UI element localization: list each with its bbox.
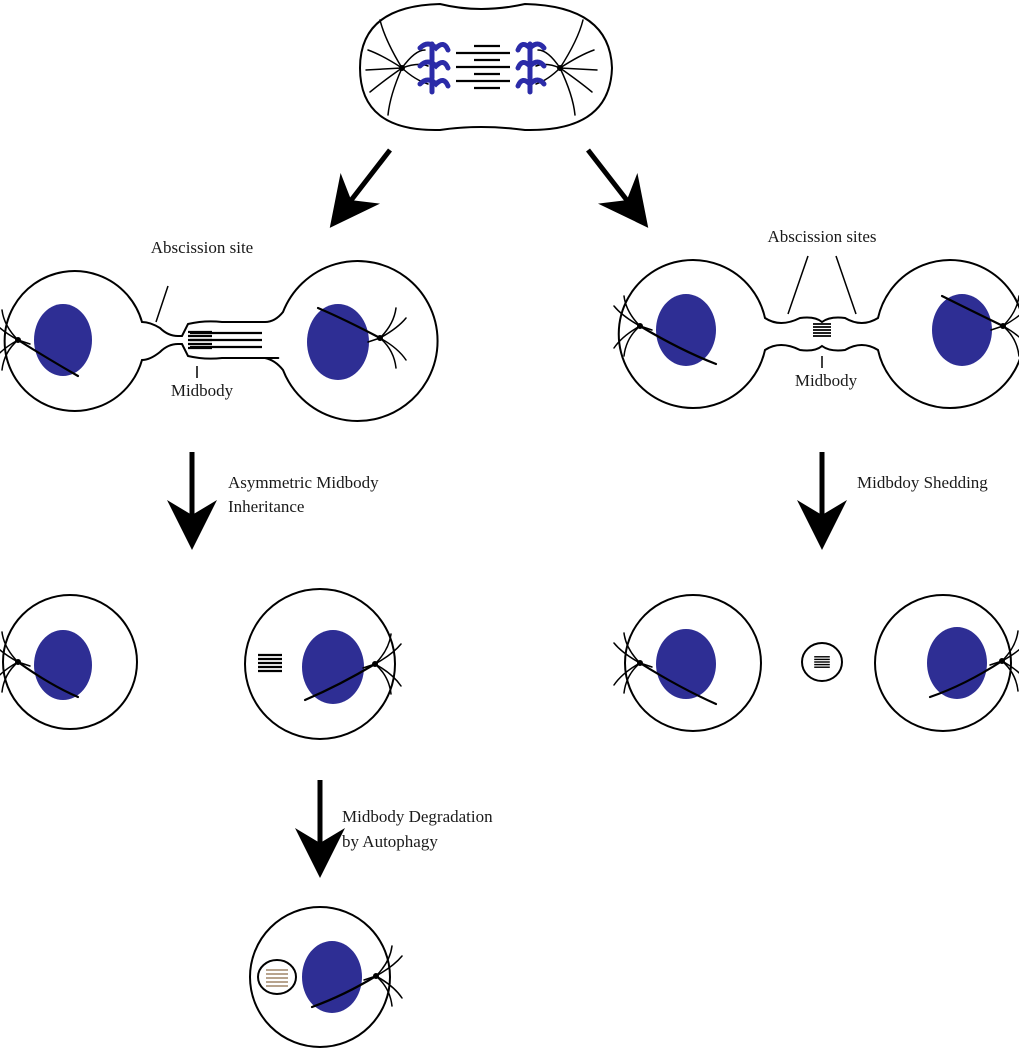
nucleus [656, 294, 716, 366]
arrow-to-right-path [586, 148, 649, 228]
abscission-site-label: Abscission site [151, 238, 253, 257]
degradation-label-line2: by Autophagy [342, 832, 438, 851]
right-daughter-cells [613, 594, 1019, 732]
degraded-midbody [266, 969, 288, 987]
nucleus [34, 304, 92, 376]
autophagy-cell [249, 906, 403, 1048]
nucleus [927, 627, 987, 699]
midbody-label-right: Midbody [795, 371, 858, 390]
abscission-sites-label: Abscission sites [767, 227, 876, 246]
left-dividing-pair [0, 260, 439, 422]
nucleus [302, 941, 362, 1013]
left-chromosomes [417, 41, 451, 95]
nucleus [307, 304, 369, 380]
midbody-label-left: Midbody [171, 381, 234, 400]
arrow-to-left-path [329, 148, 392, 228]
nucleus [932, 294, 992, 366]
right-spindle [535, 19, 598, 116]
left-daughter-cells [0, 588, 402, 740]
abscission-site-pointer-left [787, 255, 809, 315]
left-spindle [365, 19, 429, 116]
right-chromosomes [515, 41, 547, 95]
abscission-site-pointer-right [835, 255, 857, 315]
right-dividing-pair [613, 259, 1019, 409]
abscission-site-pointer [155, 285, 169, 323]
asymmetric-label-line2: Inheritance [228, 497, 304, 516]
asymmetric-label-line1: Asymmetric Midbody [228, 473, 379, 492]
degradation-label-line1: Midbody Degradation [342, 807, 493, 826]
shedding-label: Midbdoy Shedding [857, 473, 988, 492]
dividing-cell [358, 2, 614, 132]
central-spindle [456, 44, 510, 90]
nucleus [302, 630, 364, 704]
